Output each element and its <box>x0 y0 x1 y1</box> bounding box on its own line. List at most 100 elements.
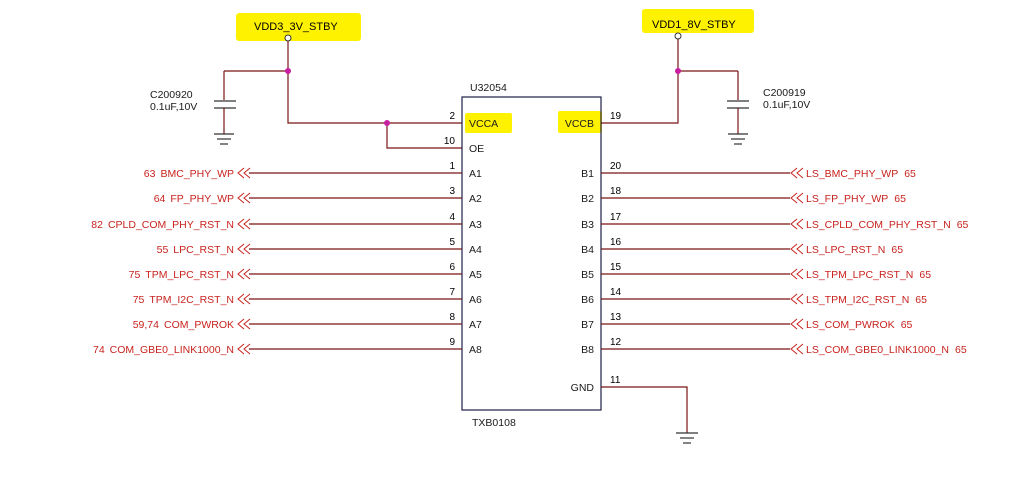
pin-number-b4: 16 <box>610 237 622 248</box>
pin-name-vcca: VCCA <box>469 118 498 130</box>
highlight-vdd1 <box>642 9 754 33</box>
net-name: LS_COM_GBE0_LINK1000_N <box>806 344 949 356</box>
pin-name-b6: B6 <box>581 294 594 306</box>
net-page-ref: 63 <box>144 168 156 180</box>
net-page-ref: 65 <box>894 193 906 205</box>
net-name: LS_COM_PWROK <box>806 319 895 331</box>
highlight-vcca <box>465 113 512 133</box>
pin-number-a6: 7 <box>449 287 455 298</box>
net-label-right[interactable]: LS_FP_PHY_WP 65 <box>806 193 906 205</box>
pin-number-a5: 6 <box>449 262 455 273</box>
pin-name-b4: B4 <box>581 244 594 256</box>
junction-dot-vdd1-cap <box>675 68 681 74</box>
ground-symbol-ic <box>676 432 698 444</box>
net-page-ref: 65 <box>891 244 903 256</box>
off-page-connector-icon <box>790 293 804 305</box>
net-name: CPLD_COM_PHY_RST_N <box>108 219 234 231</box>
pin-name-a7: A7 <box>469 319 482 331</box>
pin-number-b5: 15 <box>610 262 622 273</box>
off-page-connector-icon <box>790 218 804 230</box>
off-page-connector-icon <box>790 192 804 204</box>
pin-name-oe: OE <box>469 143 484 155</box>
cap-right-value: 0.1uF,10V <box>763 99 810 111</box>
rail-port-right <box>674 32 682 40</box>
highlight-vccb <box>558 111 602 133</box>
off-page-connector-icon <box>790 343 804 355</box>
net-name: LS_BMC_PHY_WP <box>806 168 898 180</box>
wire-vdd3-net <box>223 41 462 149</box>
pin-name-b1: B1 <box>581 168 594 180</box>
cap-left-value: 0.1uF,10V <box>150 101 197 113</box>
off-page-connector-icon <box>790 268 804 280</box>
pin-name-gnd: GND <box>571 382 595 394</box>
pin-number-gnd: 11 <box>610 375 621 386</box>
capacitor-c200919 <box>727 100 749 145</box>
pin-name-b5: B5 <box>581 269 594 281</box>
pin-number-vcca: 2 <box>449 111 455 122</box>
pin-number-b1: 20 <box>610 161 622 172</box>
rail-port-left <box>284 34 292 42</box>
pin-number-oe: 10 <box>444 136 456 147</box>
junction-dot-vdd3-cap <box>285 68 291 74</box>
ic-ref: U32054 <box>470 82 507 94</box>
off-page-connector-icon <box>237 243 251 255</box>
net-name: LS_TPM_LPC_RST_N <box>806 269 913 281</box>
net-name: TPM_I2C_RST_N <box>149 294 234 306</box>
wire-vdd1-net <box>601 39 739 124</box>
rail-label-right: VDD1_8V_STBY <box>652 19 736 31</box>
pin-number-b6: 14 <box>610 287 622 298</box>
net-page-ref: 64 <box>154 193 166 205</box>
pin-name-a1: A1 <box>469 168 482 180</box>
off-page-connector-icon <box>790 243 804 255</box>
pin-name-a3: A3 <box>469 219 482 231</box>
net-left-3: 82 CPLD_COM_PHY_RST_N <box>91 218 462 231</box>
net-page-ref: 82 <box>91 219 103 231</box>
pin-number-a8: 9 <box>449 337 455 348</box>
net-page-ref: 59,74 <box>133 319 159 331</box>
pin-number-a3: 4 <box>449 212 455 223</box>
pin-number-vccb: 19 <box>610 111 622 122</box>
right-pin-group: 19VCCB20B118B217B316B415B514B613B712B811… <box>565 111 622 394</box>
cap-right-ref: C200919 <box>763 87 806 99</box>
net-label-left[interactable]: 82 CPLD_COM_PHY_RST_N <box>91 219 234 231</box>
net-name: COM_GBE0_LINK1000_N <box>110 344 234 356</box>
pin-number-b3: 17 <box>610 212 622 223</box>
highlight-vdd3 <box>236 13 361 41</box>
net-page-ref: 75 <box>133 294 145 306</box>
pin-name-b8: B8 <box>581 344 594 356</box>
net-label-left[interactable]: 75 TPM_I2C_RST_N <box>133 294 234 306</box>
net-name: TPM_LPC_RST_N <box>145 269 234 281</box>
pin-name-a4: A4 <box>469 244 482 256</box>
off-page-connector-icon <box>237 167 251 179</box>
pin-number-a2: 3 <box>449 186 455 197</box>
off-page-connector-icon <box>237 192 251 204</box>
pin-name-a8: A8 <box>469 344 482 356</box>
net-name: LS_FP_PHY_WP <box>806 193 888 205</box>
off-page-connector-icon <box>237 343 251 355</box>
pin-name-b7: B7 <box>581 319 594 331</box>
net-page-ref: 65 <box>957 219 969 231</box>
ic-part: TXB0108 <box>472 417 516 429</box>
